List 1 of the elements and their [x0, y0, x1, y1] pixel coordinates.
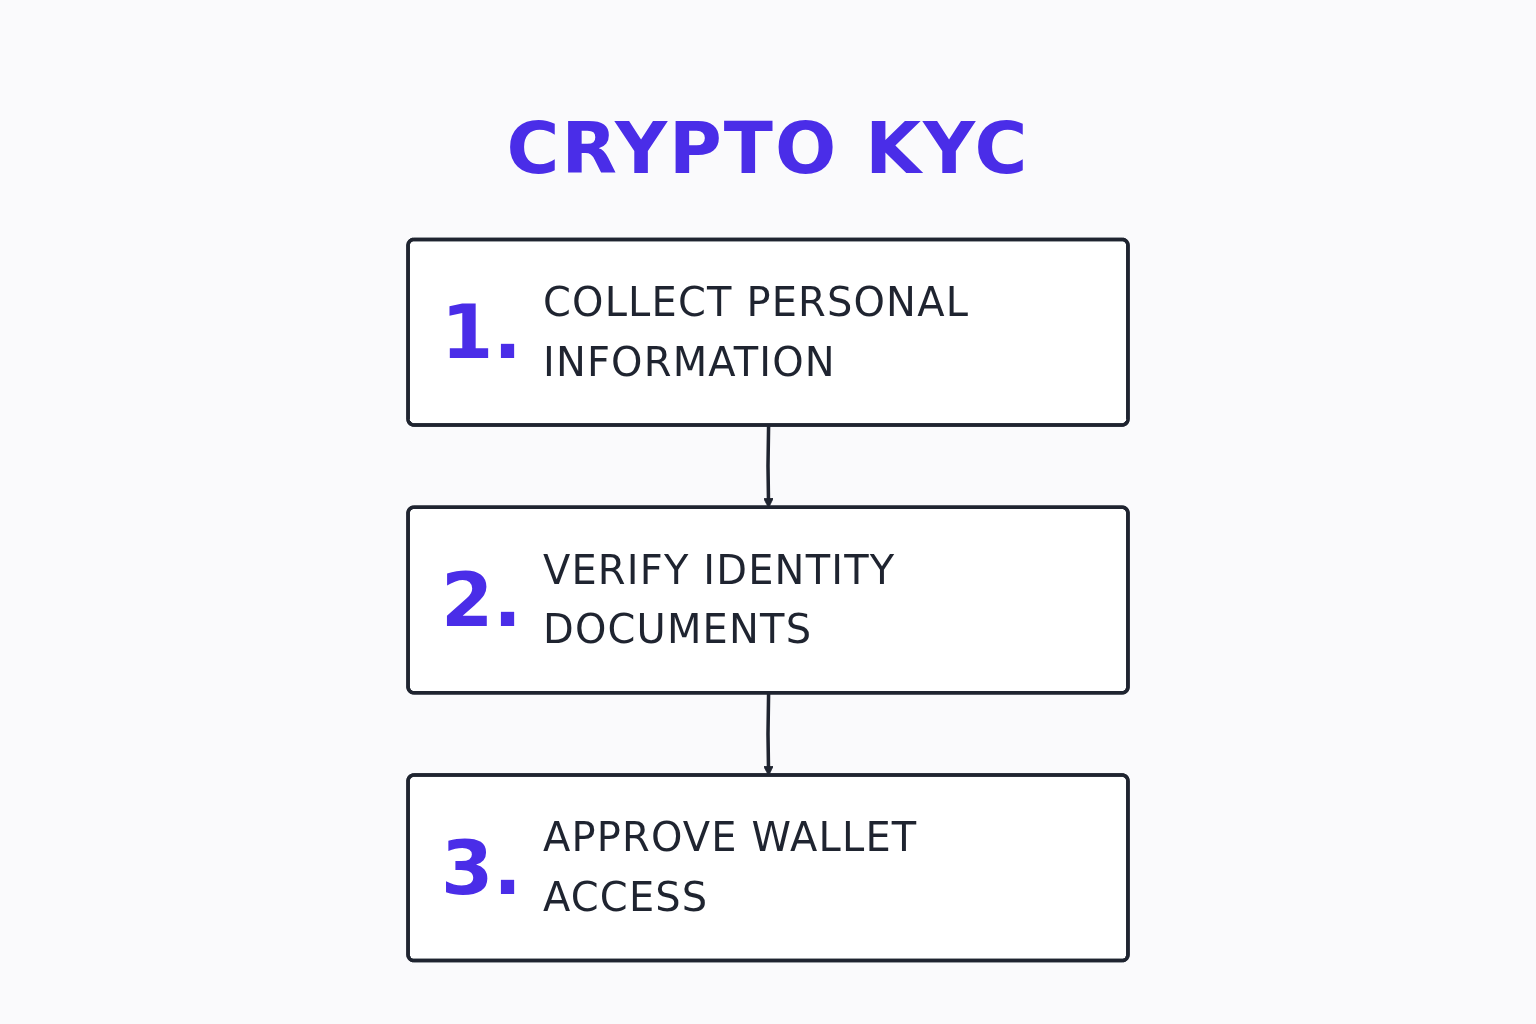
title: CRYPTO KYC: [506, 106, 1030, 190]
